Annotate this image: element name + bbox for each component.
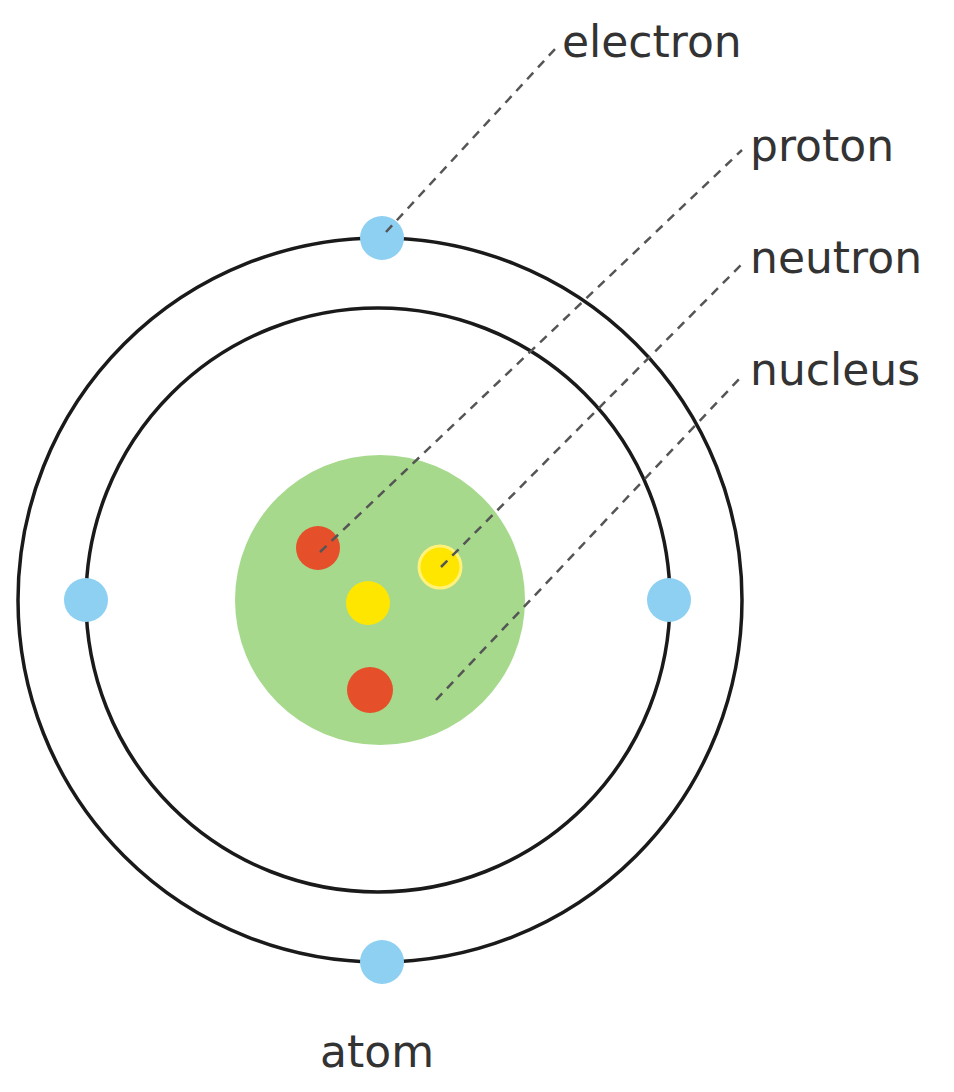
- proton-dot: [347, 667, 393, 713]
- leader-line: [436, 376, 742, 700]
- leader-line: [320, 150, 742, 552]
- proton-dot: [296, 526, 340, 570]
- electron-dot: [360, 940, 404, 984]
- leader-line: [386, 48, 556, 232]
- electron-dot: [360, 216, 404, 260]
- neutron-dot: [346, 581, 390, 625]
- outer-orbit: [18, 238, 742, 962]
- nucleus-disc: [235, 455, 525, 745]
- electron-dot: [64, 578, 108, 622]
- part-label: electron: [562, 18, 742, 66]
- inner-orbit: [86, 308, 670, 892]
- part-label: nucleus: [750, 346, 920, 394]
- electron-dot: [647, 578, 691, 622]
- leader-line: [441, 264, 742, 567]
- part-label: neutron: [750, 234, 922, 282]
- part-label: proton: [750, 122, 894, 170]
- caption: atom: [320, 1028, 434, 1076]
